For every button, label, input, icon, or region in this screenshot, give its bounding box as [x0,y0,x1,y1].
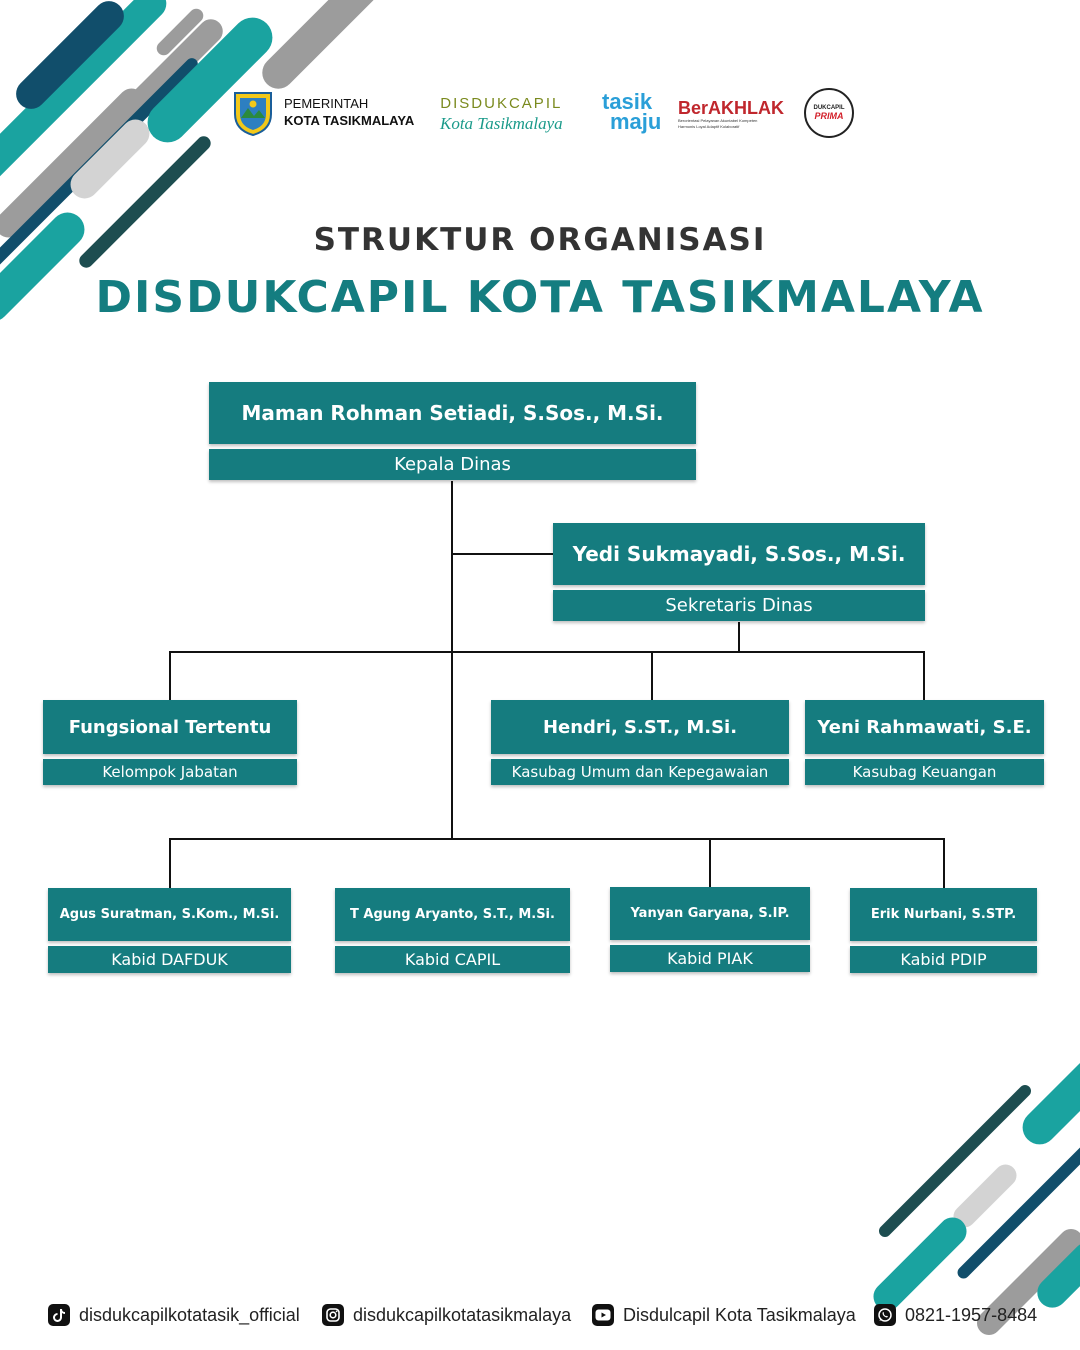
tiktok-icon [48,1304,70,1326]
footer-instagram[interactable]: disdukcapilkotatasikmalaya [322,1304,571,1326]
umum-role-box: Kasubag Umum dan Kepegawaian [491,759,789,785]
pdip-role-box: Kabid PDIP [850,946,1037,973]
kota-tasikmalaya-emblem-icon [232,90,274,140]
tasik-maju-logo: tasik maju [602,89,662,134]
pemerintah-label: PEMERINTAH KOTA TASIKMALAYA [284,96,415,128]
youtube-icon [592,1304,614,1326]
piak-name-box: Yanyan Garyana, S.IP. [610,887,810,940]
whatsapp-icon [874,1304,896,1326]
page-title: STRUKTUR ORGANISASI [313,222,767,258]
disdukcapil-logo: DISDUKCAPIL Kota Tasikmalaya [440,95,563,133]
dafduk-role-box: Kabid DAFDUK [48,946,291,973]
secretary-name-box: Yedi Sukmayadi, S.Sos., M.Si. [553,523,925,585]
instagram-icon [322,1304,344,1326]
footer-whatsapp[interactable]: 0821-1957-8484 [874,1304,1037,1326]
dukcapil-prima-logo: DUKCAPIL PRIMA [804,88,854,138]
youtube-channel: Disdulcapil Kota Tasikmalaya [623,1304,856,1325]
dafduk-name-box: Agus Suratman, S.Kom., M.Si. [48,888,291,941]
tiktok-handle: disdukcapilkotatasik_official [79,1304,300,1325]
fungsional-role-box: Kelompok Jabatan [43,759,297,785]
capil-name-box: T Agung Aryanto, S.T., M.Si. [335,888,570,941]
page-subtitle: DISDUKCAPIL KOTA TASIKMALAYA [95,272,985,323]
secretary-role-box: Sekretaris Dinas [553,590,925,621]
fungsional-name-box: Fungsional Tertentu [43,700,297,754]
whatsapp-number: 0821-1957-8484 [905,1304,1038,1325]
head-name-box: Maman Rohman Setiadi, S.Sos., M.Si. [209,382,696,444]
footer-youtube[interactable]: Disdulcapil Kota Tasikmalaya [592,1304,856,1326]
keuangan-name-box: Yeni Rahmawati, S.E. [805,700,1044,754]
head-role-box: Kepala Dinas [209,449,696,480]
keuangan-role-box: Kasubag Keuangan [805,759,1044,785]
instagram-handle: disdukcapilkotatasikmalaya [353,1304,572,1325]
umum-name-box: Hendri, S.ST., M.Si. [491,700,789,754]
piak-role-box: Kabid PIAK [610,945,810,972]
pdip-name-box: Erik Nurbani, S.STP. [850,888,1037,941]
berakhlak-logo: BerAKHLAK Berorientasi Pelayanan Akuntab… [678,98,785,129]
capil-role-box: Kabid CAPIL [335,946,570,973]
footer-tiktok[interactable]: disdukcapilkotatasik_official [48,1304,300,1326]
